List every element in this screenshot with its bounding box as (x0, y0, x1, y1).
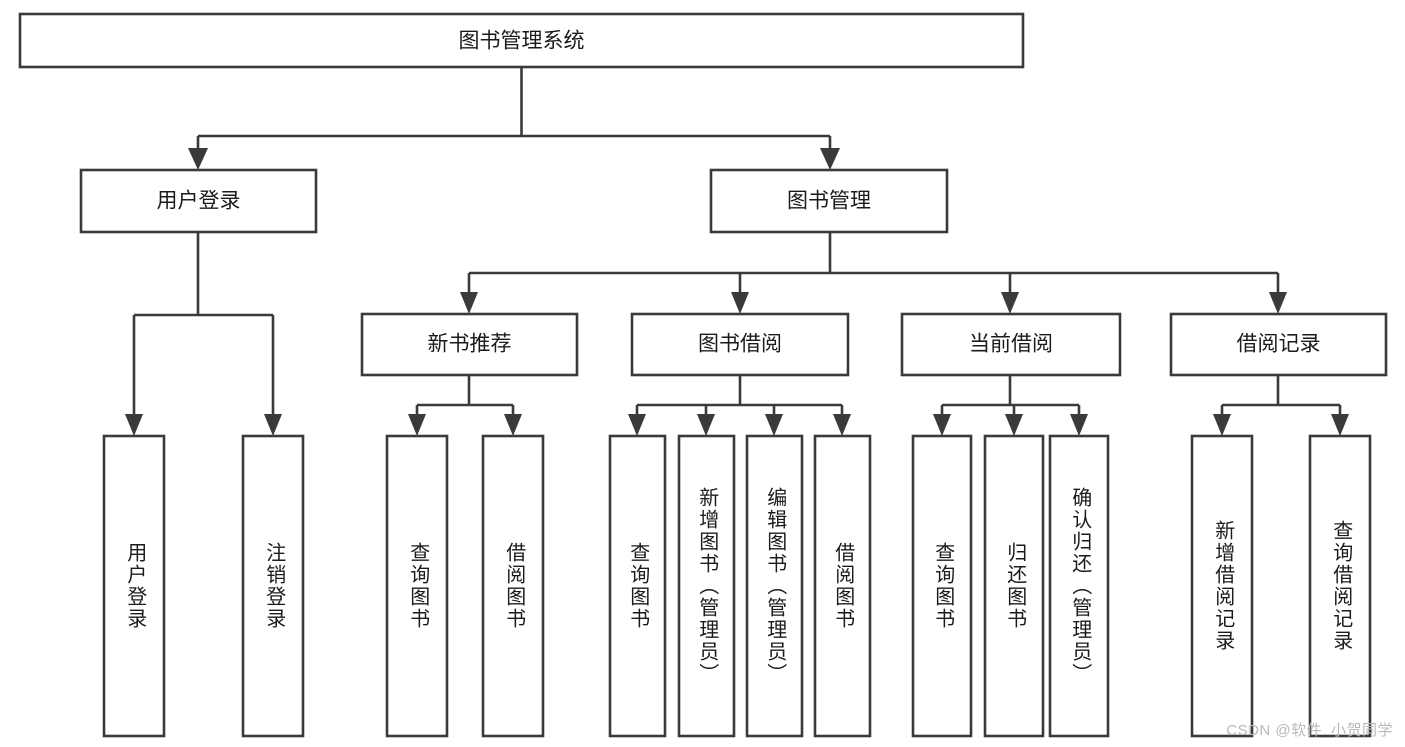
node-root-box[interactable] (18, 12, 1025, 69)
leaf-node-box[interactable] (481, 434, 545, 738)
leaf-node[interactable]: 借阅图书 (813, 434, 872, 738)
node-borrow-record-label: 借阅记录 (1237, 333, 1321, 356)
leaf-node-label: 归还图书 (1004, 542, 1027, 630)
leaf-node-label: 借阅图书 (503, 542, 526, 630)
arrow-head-leaf-bb-3 (765, 414, 783, 436)
leaf-node[interactable]: 查询图书 (608, 434, 667, 738)
connector-layer (125, 67, 1349, 436)
node-new-book-recommend[interactable]: 新书推荐 (360, 312, 579, 377)
leaf-node-label: 查询图书 (407, 542, 430, 630)
leaf-node-label: 注销登录 (263, 542, 286, 630)
node-borrow-record-box[interactable] (1169, 312, 1388, 377)
node-book-borrow-label: 图书借阅 (698, 333, 782, 356)
node-new-book-recommend-box[interactable] (360, 312, 579, 377)
arrow-head-leaf-nbr-2 (504, 414, 522, 436)
leaf-node-box[interactable] (1048, 434, 1110, 738)
arrow-head-borrow-record (1269, 292, 1287, 314)
arrow-head-leaf-bb-1 (628, 414, 646, 436)
arrow-head-leaf-nbr-1 (408, 414, 426, 436)
arrow-head-leaf-br-2 (1331, 414, 1349, 436)
node-user-login[interactable]: 用户登录 (79, 168, 318, 234)
leaf-node-label: 确认归还（管理员） (1069, 487, 1092, 685)
leaf-node-box[interactable] (1190, 434, 1254, 738)
csdn-watermark: CSDN @软件_小贺同学 (1226, 722, 1393, 739)
arrow-head-leaf-user-login (125, 414, 143, 436)
leaf-node-label: 查询图书 (627, 542, 650, 630)
arrow-head-leaf-cb-2 (1005, 414, 1023, 436)
node-book-manage-label: 图书管理 (787, 190, 871, 213)
leaf-node[interactable]: 查询图书 (385, 434, 449, 738)
node-current-borrow-box[interactable] (900, 312, 1122, 377)
node-book-borrow[interactable]: 图书借阅 (630, 312, 850, 377)
node-user-login-label: 用户登录 (157, 190, 241, 213)
node-root[interactable]: 图书管理系统 (18, 12, 1025, 69)
node-current-borrow-label: 当前借阅 (969, 333, 1053, 356)
leaf-node-box[interactable] (102, 434, 166, 738)
leaf-node[interactable]: 查询借阅记录 (1308, 434, 1372, 738)
leaf-node-box[interactable] (241, 434, 305, 738)
leaf-node-label: 用户登录 (124, 542, 147, 630)
node-root-label: 图书管理系统 (459, 30, 585, 53)
node-current-borrow[interactable]: 当前借阅 (900, 312, 1122, 377)
arrow-head-leaf-bb-4 (833, 414, 851, 436)
arrow-head-book-borrow (731, 292, 749, 314)
leaf-node-box[interactable] (911, 434, 973, 738)
leaf-node[interactable]: 新增图书（管理员） (677, 434, 736, 738)
arrow-head-leaf-br-1 (1213, 414, 1231, 436)
node-book-manage[interactable]: 图书管理 (709, 168, 949, 234)
leaf-node-box[interactable] (983, 434, 1045, 738)
arrow-head-new-book-rec (460, 292, 478, 314)
leaf-node[interactable]: 查询图书 (911, 434, 973, 738)
leaf-node[interactable]: 归还图书 (983, 434, 1045, 738)
node-book-manage-box[interactable] (709, 168, 949, 234)
leaf-node-box[interactable] (745, 434, 804, 738)
leaf-node-box[interactable] (677, 434, 736, 738)
leaf-node-label: 借阅图书 (832, 542, 855, 630)
arrow-head-leaf-logout (264, 414, 282, 436)
arrow-head-leaf-bb-2 (697, 414, 715, 436)
node-user-login-box[interactable] (79, 168, 318, 234)
arrow-head-leaf-cb-3 (1070, 414, 1088, 436)
leaf-node-box[interactable] (608, 434, 667, 738)
leaf-node[interactable]: 用户登录 (102, 434, 166, 738)
leaf-node-label: 查询图书 (932, 542, 955, 630)
leaf-node-label: 查询借阅记录 (1330, 520, 1353, 652)
leaf-node-label: 新增借阅记录 (1212, 520, 1235, 652)
leaf-node-box[interactable] (1308, 434, 1372, 738)
leaf-node[interactable]: 借阅图书 (481, 434, 545, 738)
arrow-head-current-borrow (1001, 292, 1019, 314)
leaf-node[interactable]: 编辑图书（管理员） (745, 434, 804, 738)
leaf-node-box[interactable] (385, 434, 449, 738)
leaf-node[interactable]: 新增借阅记录 (1190, 434, 1254, 738)
leaf-node[interactable]: 注销登录 (241, 434, 305, 738)
leaf-node-label: 编辑图书（管理员） (764, 487, 787, 685)
node-new-book-recommend-label: 新书推荐 (428, 333, 512, 356)
leaf-node-label: 新增图书（管理员） (696, 487, 719, 685)
node-borrow-record[interactable]: 借阅记录 (1169, 312, 1388, 377)
leaf-node-box[interactable] (813, 434, 872, 738)
node-book-borrow-box[interactable] (630, 312, 850, 377)
arrow-head-leaf-cb-1 (933, 414, 951, 436)
arrow-head-user-login (188, 148, 208, 170)
leaf-node[interactable]: 确认归还（管理员） (1048, 434, 1110, 738)
arrow-head-book-manage (820, 148, 840, 170)
